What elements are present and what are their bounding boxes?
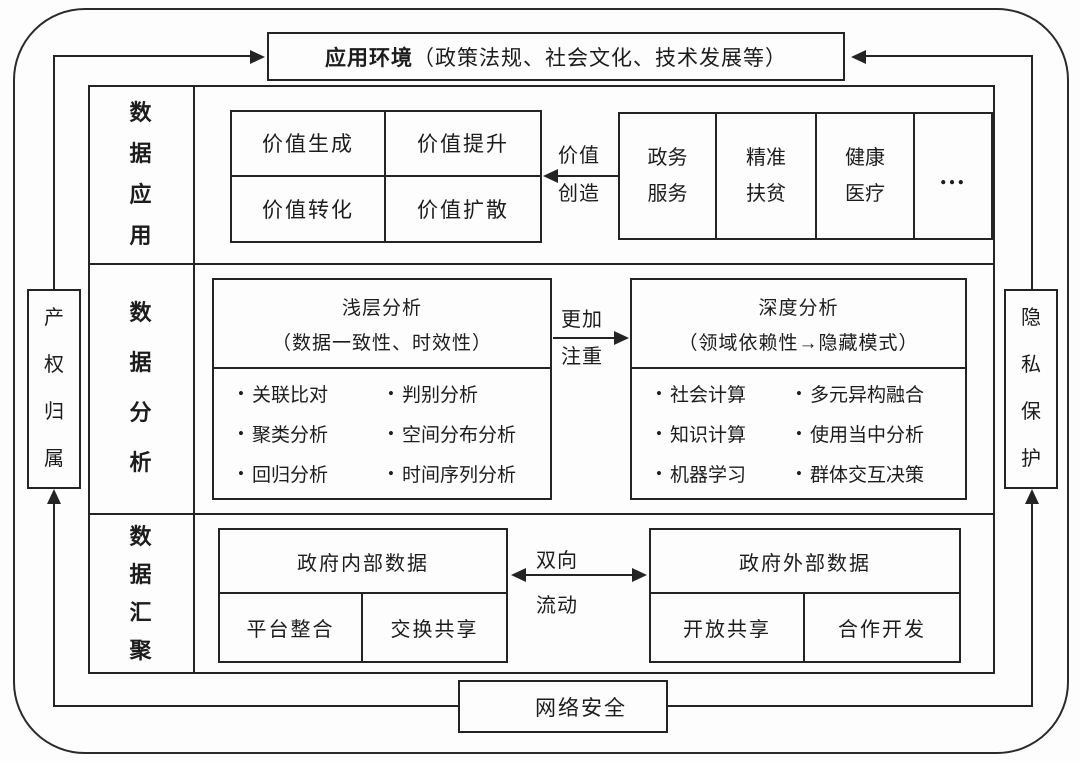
value-creation-label-top: 价值 bbox=[558, 145, 600, 167]
row-divider-1 bbox=[88, 263, 995, 265]
bullet-icon: • bbox=[388, 423, 394, 443]
arrowhead-emphasis bbox=[614, 331, 629, 345]
network-security-box: 网络安全 bbox=[458, 680, 668, 733]
value-matrix: 价值生成 价值提升 价值转化 价值扩散 bbox=[230, 110, 542, 243]
bullet-icon: • bbox=[656, 463, 662, 483]
network-security-label: 网络安全 bbox=[535, 695, 627, 720]
application-environment-box: 应用环境（政策法规、社会文化、技术发展等） bbox=[267, 32, 845, 81]
service-cell-ellipsis: … bbox=[915, 114, 991, 238]
deep-analysis-title: 深度分析 bbox=[758, 297, 839, 319]
property-rights-box: 产权归属 bbox=[27, 289, 81, 489]
connector-top-right-line bbox=[866, 55, 1033, 57]
shallow-analysis-box: 浅层分析 （数据一致性、时效性） •关联比对 •判别分析 •聚类分析 •空间分布… bbox=[212, 278, 552, 500]
deep-analysis-header: 深度分析 （领域依赖性→隐藏模式） bbox=[632, 280, 965, 369]
connector-bottom-left-line bbox=[53, 705, 458, 707]
external-data-box: 政府外部数据 开放共享 合作开发 bbox=[649, 528, 961, 663]
emphasis-arrow-line bbox=[553, 337, 615, 339]
list-item: •关联比对 bbox=[238, 383, 328, 407]
bullet-icon: • bbox=[656, 423, 662, 443]
shallow-analysis-title: 浅层分析 bbox=[341, 297, 422, 319]
flow-label-top: 双向 bbox=[536, 550, 578, 572]
list-item: •聚类分析 bbox=[238, 423, 328, 447]
list-item: •空间分布分析 bbox=[388, 423, 516, 447]
connector-left-vertical-top bbox=[53, 55, 55, 290]
external-data-title: 政府外部数据 bbox=[651, 530, 959, 594]
value-cell-promotion: 价值提升 bbox=[386, 112, 540, 177]
arrowhead-into-environment-left bbox=[250, 50, 265, 64]
bullet-icon: • bbox=[796, 383, 802, 403]
internal-data-title: 政府内部数据 bbox=[220, 530, 506, 594]
arrowhead-into-privacy-protection bbox=[1025, 489, 1039, 504]
row-label-data-analysis: 数据分析 bbox=[129, 300, 152, 475]
value-creation-arrow-line bbox=[557, 175, 618, 177]
bullet-icon: • bbox=[796, 423, 802, 443]
privacy-protection-box: 隐私保护 bbox=[1004, 289, 1058, 489]
deep-analysis-subtitle: （领域依赖性→隐藏模式） bbox=[678, 332, 919, 354]
ellipsis-icon: … bbox=[939, 161, 967, 190]
row-divider-2 bbox=[88, 513, 995, 515]
outer-rounded-border bbox=[13, 8, 1069, 754]
application-environment-title: 应用环境 bbox=[325, 45, 413, 70]
service-cell-government-services: 政务服务 bbox=[620, 114, 717, 238]
cell-open-sharing: 开放共享 bbox=[651, 594, 805, 661]
value-creation-label-bottom: 创造 bbox=[558, 183, 600, 205]
bullet-icon: • bbox=[238, 383, 244, 403]
cell-cooperative-development: 合作开发 bbox=[838, 619, 926, 641]
value-cell-generation: 价值生成 bbox=[232, 112, 386, 177]
flow-arrow-line bbox=[524, 574, 634, 576]
list-item: •回归分析 bbox=[238, 463, 328, 487]
list-item: •社会计算 bbox=[656, 383, 746, 407]
connector-right-vertical-bottom bbox=[1031, 503, 1033, 707]
privacy-protection-label: 隐私保护 bbox=[1021, 307, 1041, 470]
value-cell-diffusion: 价值扩散 bbox=[417, 197, 509, 222]
bullet-icon: • bbox=[656, 383, 662, 403]
property-rights-label: 产权归属 bbox=[44, 307, 64, 470]
deep-analysis-box: 深度分析 （领域依赖性→隐藏模式） •社会计算 •多元异构融合 •知识计算 •使… bbox=[630, 278, 967, 500]
list-item: •判别分析 bbox=[388, 383, 478, 407]
application-environment-subtitle: （政策法规、社会文化、技术发展等） bbox=[413, 45, 787, 70]
list-item: •机器学习 bbox=[656, 463, 746, 487]
cell-platform-integration: 平台整合 bbox=[220, 594, 363, 661]
shallow-analysis-items: •关联比对 •判别分析 •聚类分析 •空间分布分析 •回归分析 •时间序列分析 bbox=[214, 369, 550, 498]
bullet-icon: • bbox=[238, 463, 244, 483]
row-label-data-application: 数据应用 bbox=[129, 100, 152, 248]
connector-left-vertical-bottom bbox=[53, 503, 55, 707]
value-cell-transformation: 价值转化 bbox=[232, 176, 386, 241]
internal-data-box: 政府内部数据 平台整合 交换共享 bbox=[218, 528, 508, 663]
list-item: •群体交互决策 bbox=[796, 463, 924, 487]
connector-right-vertical-top bbox=[1031, 55, 1033, 290]
emphasis-label-top: 更加 bbox=[561, 309, 603, 331]
service-cell-health-care: 健康医疗 bbox=[817, 114, 915, 238]
arrowhead-into-property-rights bbox=[47, 489, 61, 504]
row-label-data-aggregation: 数据汇聚 bbox=[129, 523, 152, 663]
services-grid: 政务服务 精准扶贫 健康医疗 … bbox=[618, 112, 993, 240]
connector-top-left-line bbox=[53, 55, 251, 57]
bullet-icon: • bbox=[388, 463, 394, 483]
external-data-cells: 开放共享 合作开发 bbox=[651, 594, 959, 661]
connector-bottom-right-line bbox=[668, 705, 1033, 707]
cell-exchange-sharing: 交换共享 bbox=[390, 619, 479, 641]
emphasis-label-bottom: 注重 bbox=[561, 346, 603, 368]
shallow-analysis-subtitle: （数据一致性、时效性） bbox=[271, 332, 492, 354]
arrowhead-into-environment-right bbox=[851, 50, 866, 64]
arrowhead-flow-right bbox=[632, 568, 647, 582]
shallow-analysis-header: 浅层分析 （数据一致性、时效性） bbox=[214, 280, 550, 369]
service-cell-targeted-poverty-alleviation: 精准扶贫 bbox=[717, 114, 817, 238]
list-item: •知识计算 bbox=[656, 423, 746, 447]
bullet-icon: • bbox=[388, 383, 394, 403]
bullet-icon: • bbox=[796, 463, 802, 483]
arrowhead-flow-left bbox=[511, 568, 526, 582]
internal-data-cells: 平台整合 交换共享 bbox=[220, 594, 506, 661]
list-item: •使用当中分析 bbox=[796, 423, 924, 447]
list-item: •多元异构融合 bbox=[796, 383, 924, 407]
deep-analysis-items: •社会计算 •多元异构融合 •知识计算 •使用当中分析 •机器学习 •群体交互决… bbox=[632, 369, 965, 498]
arrowhead-value-creation bbox=[543, 169, 558, 183]
list-item: •时间序列分析 bbox=[388, 463, 516, 487]
flow-label-bottom: 流动 bbox=[536, 595, 578, 617]
label-column-divider bbox=[193, 85, 195, 674]
bullet-icon: • bbox=[238, 423, 244, 443]
